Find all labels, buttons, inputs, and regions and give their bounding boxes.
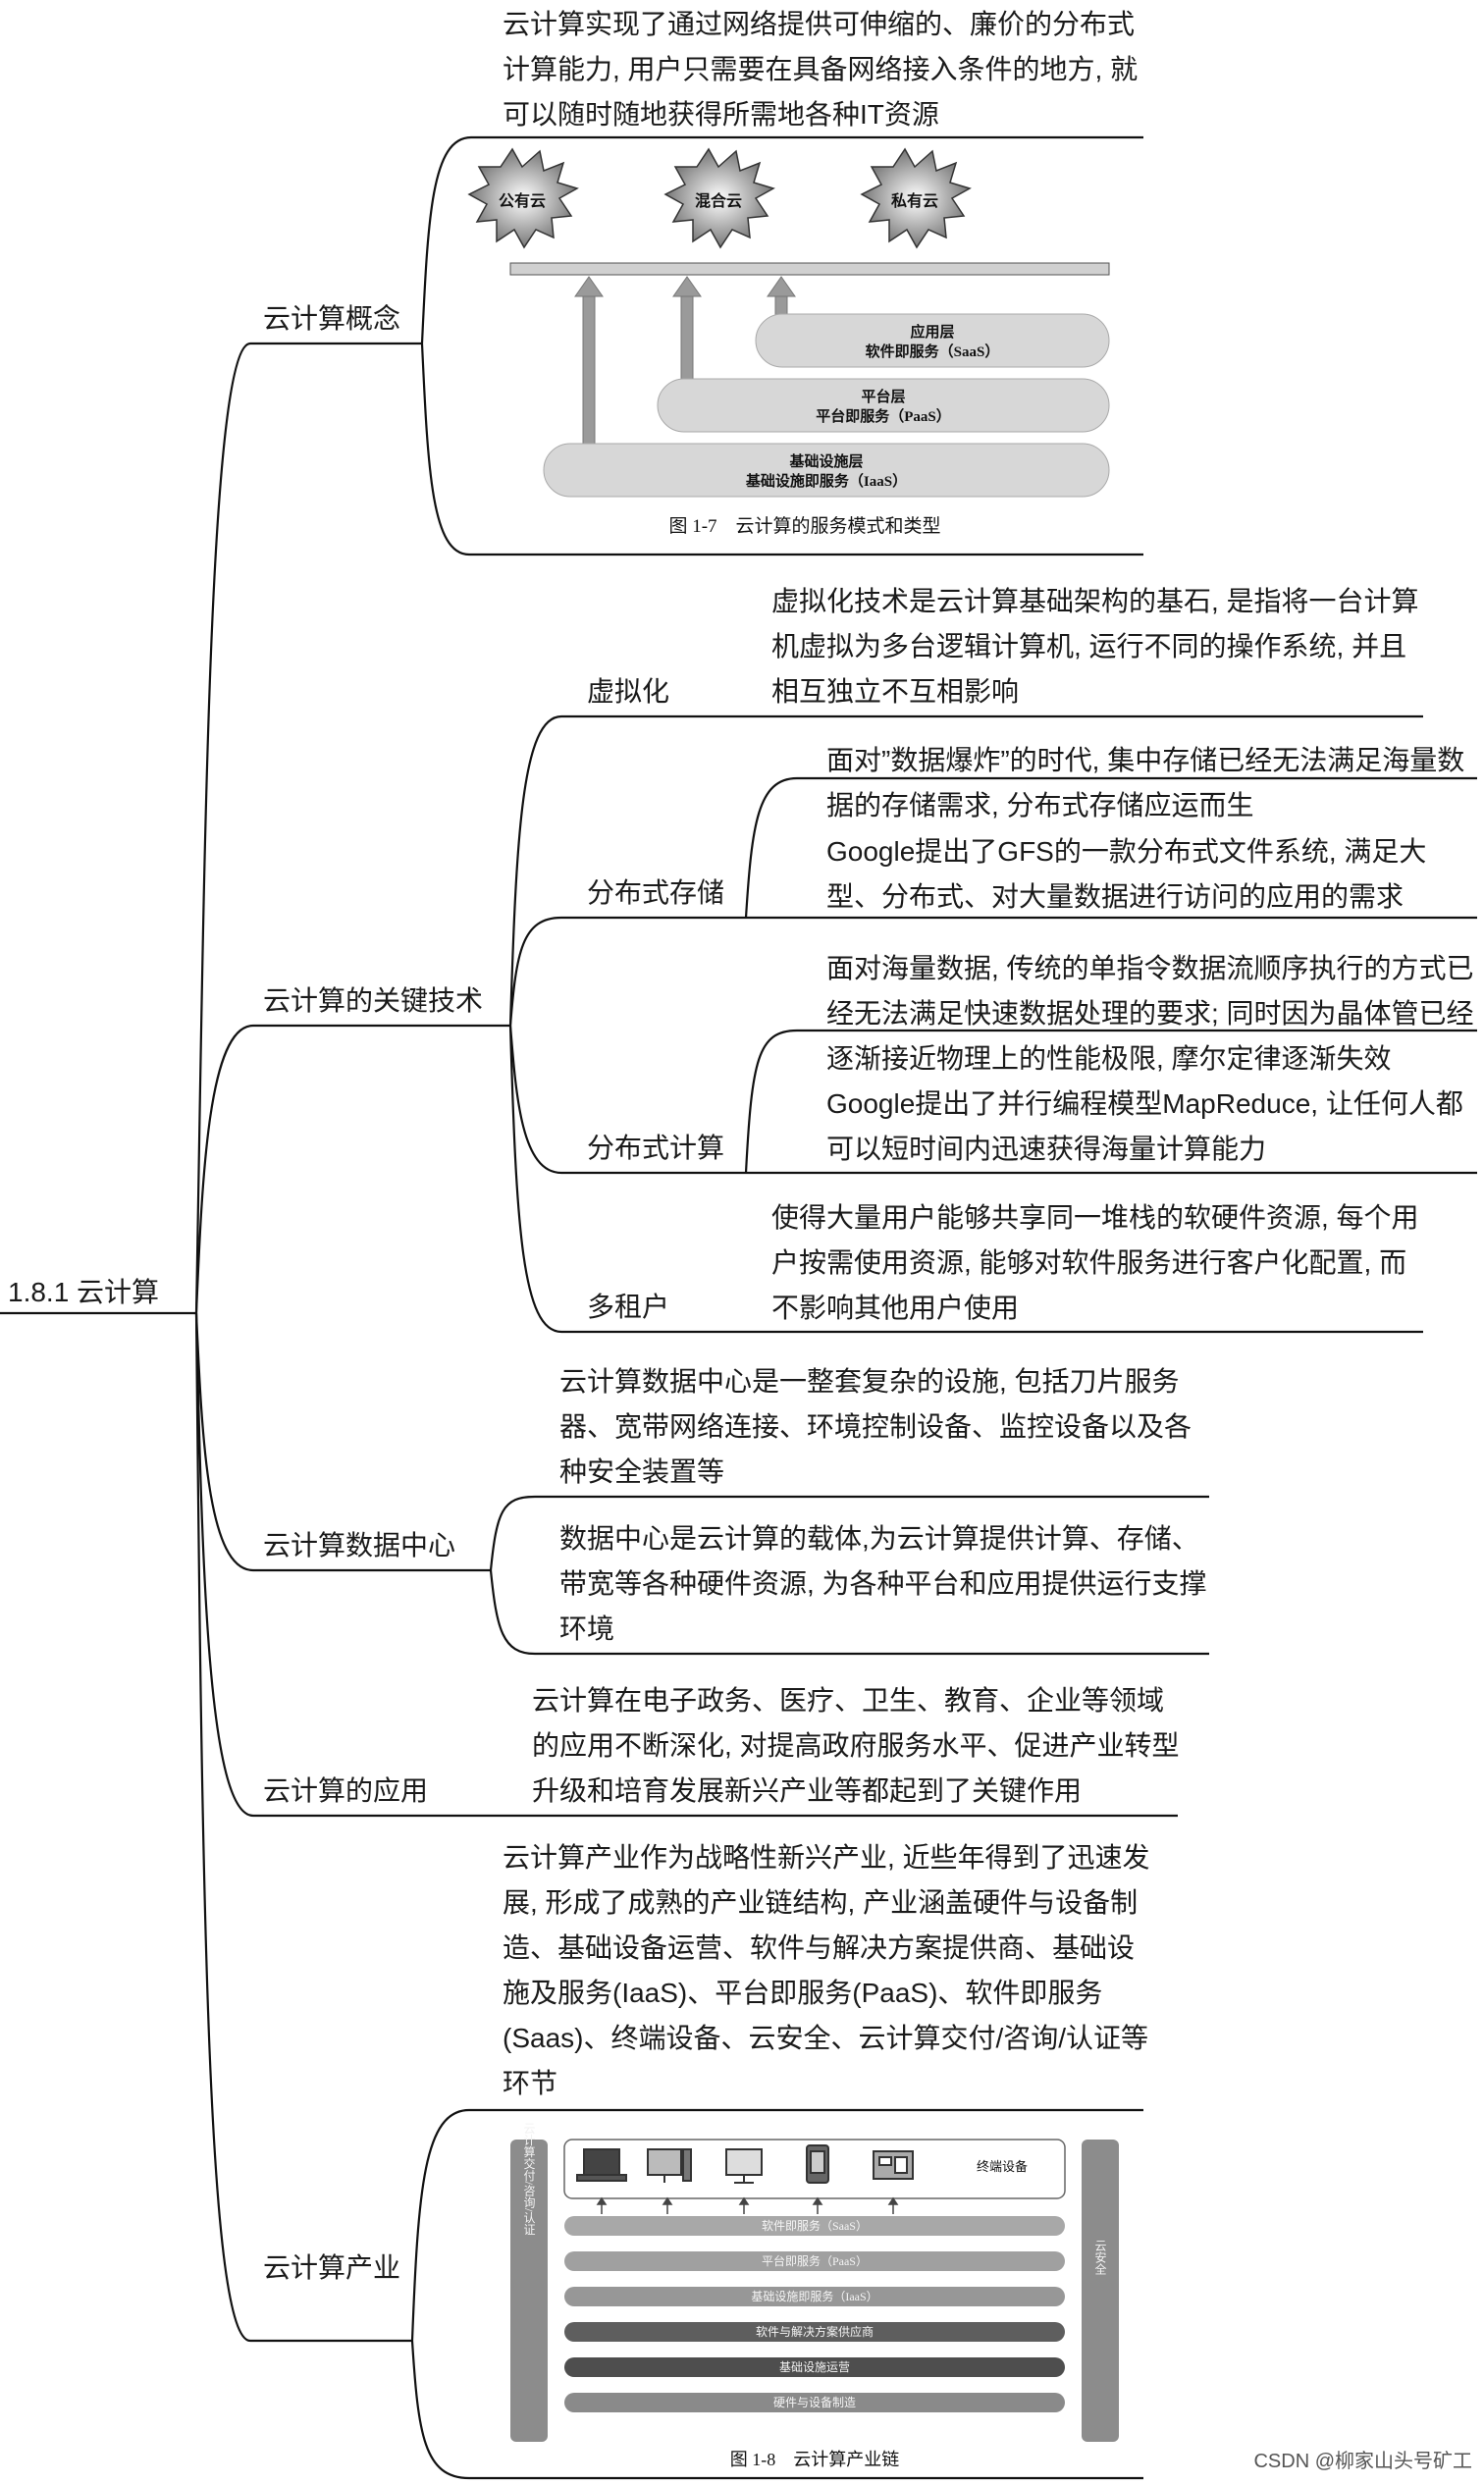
bar-iaas-label: 基础设施即服务（IaaS）: [751, 2289, 877, 2303]
burst-public: [467, 147, 579, 249]
layer-paas-service: 平台即服务（PaaS）: [816, 407, 951, 425]
multi-tenant-text: 使得大量用户能够共享同一堆栈的软硬件资源, 每个用户按需使用资源, 能够对软件服…: [771, 1202, 1419, 1323]
figure-1-7-caption: 图 1-7 云计算的服务模式和类型: [668, 515, 940, 537]
root-node: 1.8.1 云计算: [8, 1277, 160, 1307]
datacenter-text-1: 云计算数据中心是一整套复杂的设施, 包括刀片服务器、宽带网络连接、环境控制设备、…: [559, 1366, 1192, 1487]
bar-solutions: [564, 2322, 1065, 2342]
bar-saas: [564, 2216, 1065, 2236]
cloud-bar: [509, 262, 1110, 276]
computing-text-1: 面对海量数据, 传统的单指令数据流顺序执行的方式已经无法满足快速数据处理的要求;…: [826, 953, 1474, 1074]
layer-paas-name: 平台层: [861, 388, 905, 405]
storage-text-1: 面对”数据爆炸”的时代, 集中存储已经无法满足海量数据的存储需求, 分布式存储应…: [826, 745, 1465, 820]
bar-hardware-label: 硬件与设备制造: [773, 2396, 856, 2409]
datacenter-text-2: 数据中心是云计算的载体,为云计算提供计算、存储、带宽等各种硬件资源, 为各种平台…: [559, 1523, 1207, 1644]
layer-saas: [755, 313, 1110, 368]
right-side-bar: [1082, 2140, 1119, 2442]
node-distributed-storage: 分布式存储: [587, 877, 725, 908]
figure-1-8-caption: 图 1-8 云计算产业链: [730, 2450, 900, 2469]
arrow-head-iaas: [574, 276, 604, 297]
node-concept: 云计算概念: [263, 303, 401, 334]
layer-paas: [657, 378, 1110, 433]
layer-saas-name: 应用层: [910, 323, 954, 341]
computing-text-2: Google提出了并行编程模型MapReduce, 让任何人都可以短时间内迅速获…: [826, 1088, 1463, 1164]
virtualization-text: 虚拟化技术是云计算基础架构的基石, 是指将一台计算机虚拟为多台逻辑计算机, 运行…: [771, 586, 1419, 707]
node-application: 云计算的应用: [263, 1775, 429, 1806]
bar-solutions-label: 软件与解决方案供应商: [756, 2324, 874, 2339]
cloud-hybrid-label: 混合云: [695, 191, 742, 210]
burst-hybrid: [663, 147, 775, 249]
layer-iaas: [543, 443, 1110, 498]
terminal-label: 终端设备: [977, 2159, 1028, 2174]
arrow-head-paas: [672, 276, 702, 297]
bar-paas-label: 平台即服务（PaaS）: [762, 2253, 868, 2268]
bar-saas-label: 软件即服务（SaaS）: [762, 2218, 868, 2233]
right-side-bar-label: 云安全: [1093, 2240, 1107, 2275]
bar-operations-label: 基础设施运营: [779, 2360, 850, 2374]
cloud-private-label: 私有云: [891, 191, 938, 210]
bar-hardware: [564, 2393, 1065, 2412]
cloud-public-label: 公有云: [499, 191, 546, 210]
node-key-tech: 云计算的关键技术: [263, 985, 484, 1016]
arrow-head-saas: [767, 276, 796, 297]
layer-iaas-service: 基础设施即服务（IaaS）: [745, 472, 907, 490]
node-multi-tenant: 多租户: [587, 1292, 670, 1322]
application-text: 云计算在电子政务、医疗、卫生、教育、企业等领域的应用不断深化, 对提高政府服务水…: [532, 1685, 1180, 1806]
small-arrows: [596, 2196, 899, 2214]
industry-chain-diagram: 云计算交付/咨询/认证 云安全 终端设备 软件即服务（SaaS） 平台: [510, 2123, 1119, 2469]
layer-iaas-name: 基础设施层: [788, 452, 863, 470]
figure-industry-chain: 云计算交付/咨询/认证 云安全 终端设备 软件即服务（SaaS） 平台: [461, 2110, 1148, 2483]
node-distributed-computing: 分布式计算: [587, 1133, 725, 1163]
watermark: CSDN @柳家山头号矿工: [1253, 2451, 1472, 2472]
node-industry: 云计算产业: [263, 2252, 401, 2283]
device-icons: [576, 2144, 914, 2184]
node-datacenter: 云计算数据中心: [263, 1530, 456, 1560]
layer-saas-service: 软件即服务（SaaS）: [866, 343, 1000, 360]
left-side-bar-label: 云计算交付/咨询/认证: [522, 2123, 536, 2236]
concept-text: 云计算实现了通过网络提供可伸缩的、廉价的分布式计算能力, 用户只需要在具备网络接…: [503, 9, 1139, 130]
storage-text-2: Google提出了GFS的一款分布式文件系统, 满足大型、分布式、对大量数据进行…: [826, 836, 1427, 912]
arrow-shaft-iaas: [582, 293, 596, 464]
bar-iaas: [564, 2287, 1065, 2306]
burst-private: [860, 147, 972, 249]
service-model-diagram: 公有云 混合云 私有云 应用层 软件即服务（SaaS） 平台层 平台即服务（Pa…: [467, 147, 1110, 537]
figure-service-models: 公有云 混合云 私有云 应用层 软件即服务（SaaS） 平台层 平台即服务（Pa…: [461, 137, 1148, 555]
left-side-bar: [510, 2140, 548, 2442]
bar-paas: [564, 2251, 1065, 2271]
node-virtualization: 虚拟化: [587, 676, 670, 707]
bar-operations: [564, 2357, 1065, 2377]
industry-text: 云计算产业作为战略性新兴产业, 近些年得到了迅速发展, 形成了成熟的产业链结构,…: [503, 1842, 1150, 2098]
